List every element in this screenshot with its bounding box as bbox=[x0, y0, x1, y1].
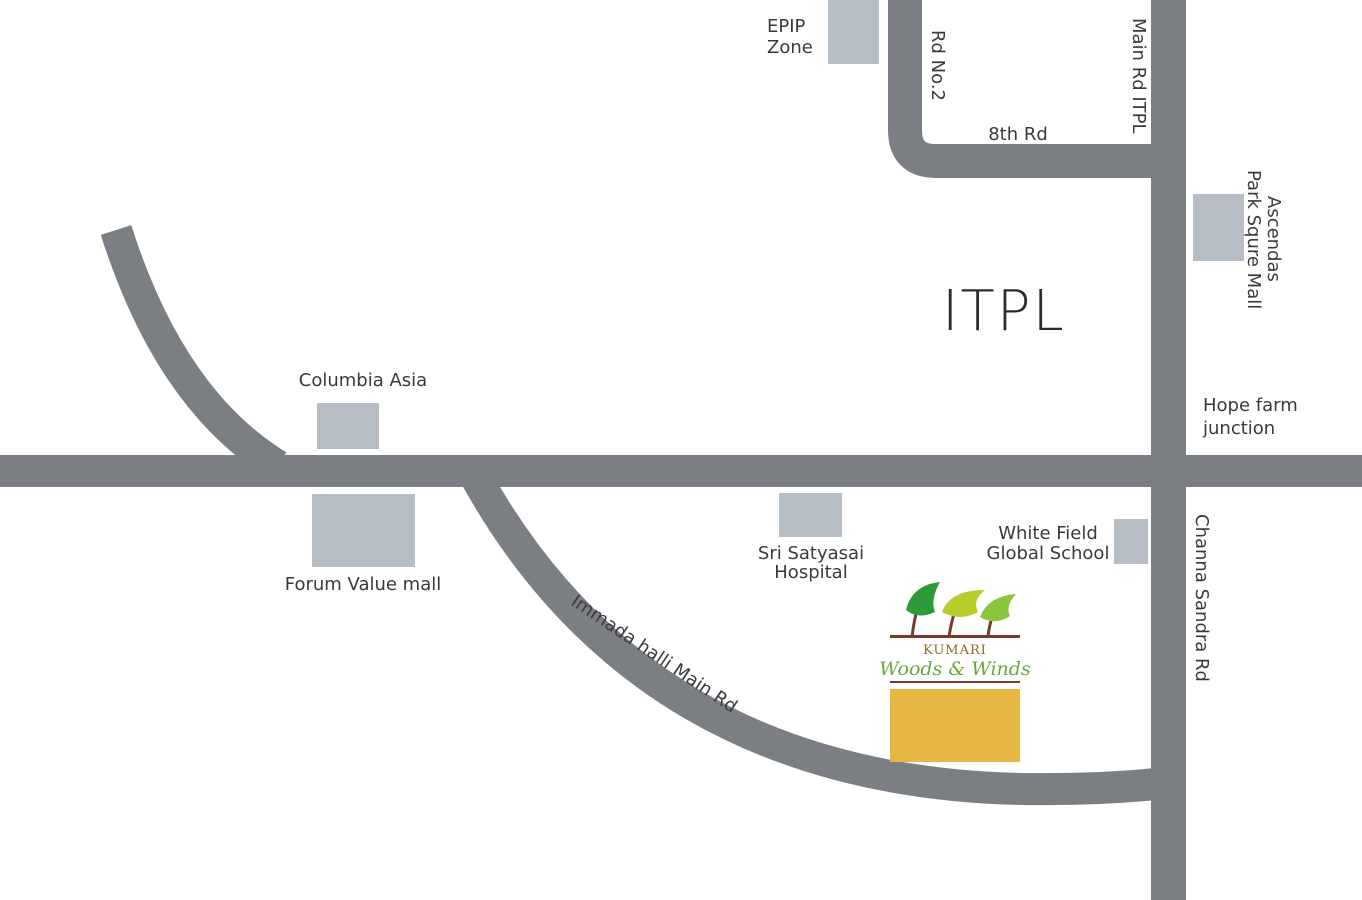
area-label-itpl: ITPL bbox=[942, 279, 1066, 344]
label-main-rd-itpl: Main Rd ITPL bbox=[1128, 18, 1149, 134]
three-trees-logo-icon bbox=[890, 582, 1020, 683]
columbia-asia-block bbox=[317, 403, 379, 449]
label-epip-zone-line1: EPIP bbox=[767, 16, 806, 37]
label-channa-sandra-rd: Channa Sandra Rd bbox=[1191, 514, 1212, 682]
logo-brand-top: KUMARI bbox=[923, 643, 987, 658]
project-block bbox=[890, 689, 1020, 762]
label-columbia-asia: Columbia Asia bbox=[299, 370, 427, 391]
label-forum-value-mall: Forum Value mall bbox=[285, 574, 442, 595]
road-left-curve bbox=[100, 225, 287, 480]
vertical-road-main-itpl bbox=[1151, 0, 1186, 900]
logo-brand-main: Woods & Winds bbox=[879, 658, 1031, 680]
satyasai-hospital-block bbox=[779, 493, 842, 537]
ascendas-block bbox=[1193, 194, 1244, 261]
label-whitefield-line2: Global School bbox=[987, 543, 1110, 564]
label-whitefield-line1: White Field bbox=[998, 523, 1098, 544]
forum-mall-block bbox=[312, 494, 415, 567]
epip-zone-block bbox=[828, 0, 879, 64]
label-8th-rd: 8th Rd bbox=[988, 124, 1048, 145]
project-site bbox=[890, 689, 1020, 762]
label-hope-farm-line1: Hope farm bbox=[1203, 395, 1298, 416]
landmark-blocks bbox=[312, 0, 1244, 567]
road-rd-no2-8th-rd bbox=[888, 0, 1155, 178]
road-immadahalli-curve bbox=[457, 462, 1157, 806]
main-horizontal-road bbox=[0, 455, 1362, 487]
label-satyasai-line1: Sri Satyasai bbox=[758, 543, 864, 564]
label-satyasai-line2: Hospital bbox=[774, 562, 847, 583]
label-ascendas-line1: Ascendas bbox=[1263, 196, 1284, 282]
label-rd-no2: Rd No.2 bbox=[927, 30, 948, 101]
whitefield-school-block bbox=[1114, 519, 1148, 564]
label-ascendas-line2: Park Squre Mall bbox=[1243, 170, 1264, 309]
label-epip-zone-line2: Zone bbox=[767, 37, 813, 58]
label-hope-farm-line2: junction bbox=[1202, 418, 1275, 439]
